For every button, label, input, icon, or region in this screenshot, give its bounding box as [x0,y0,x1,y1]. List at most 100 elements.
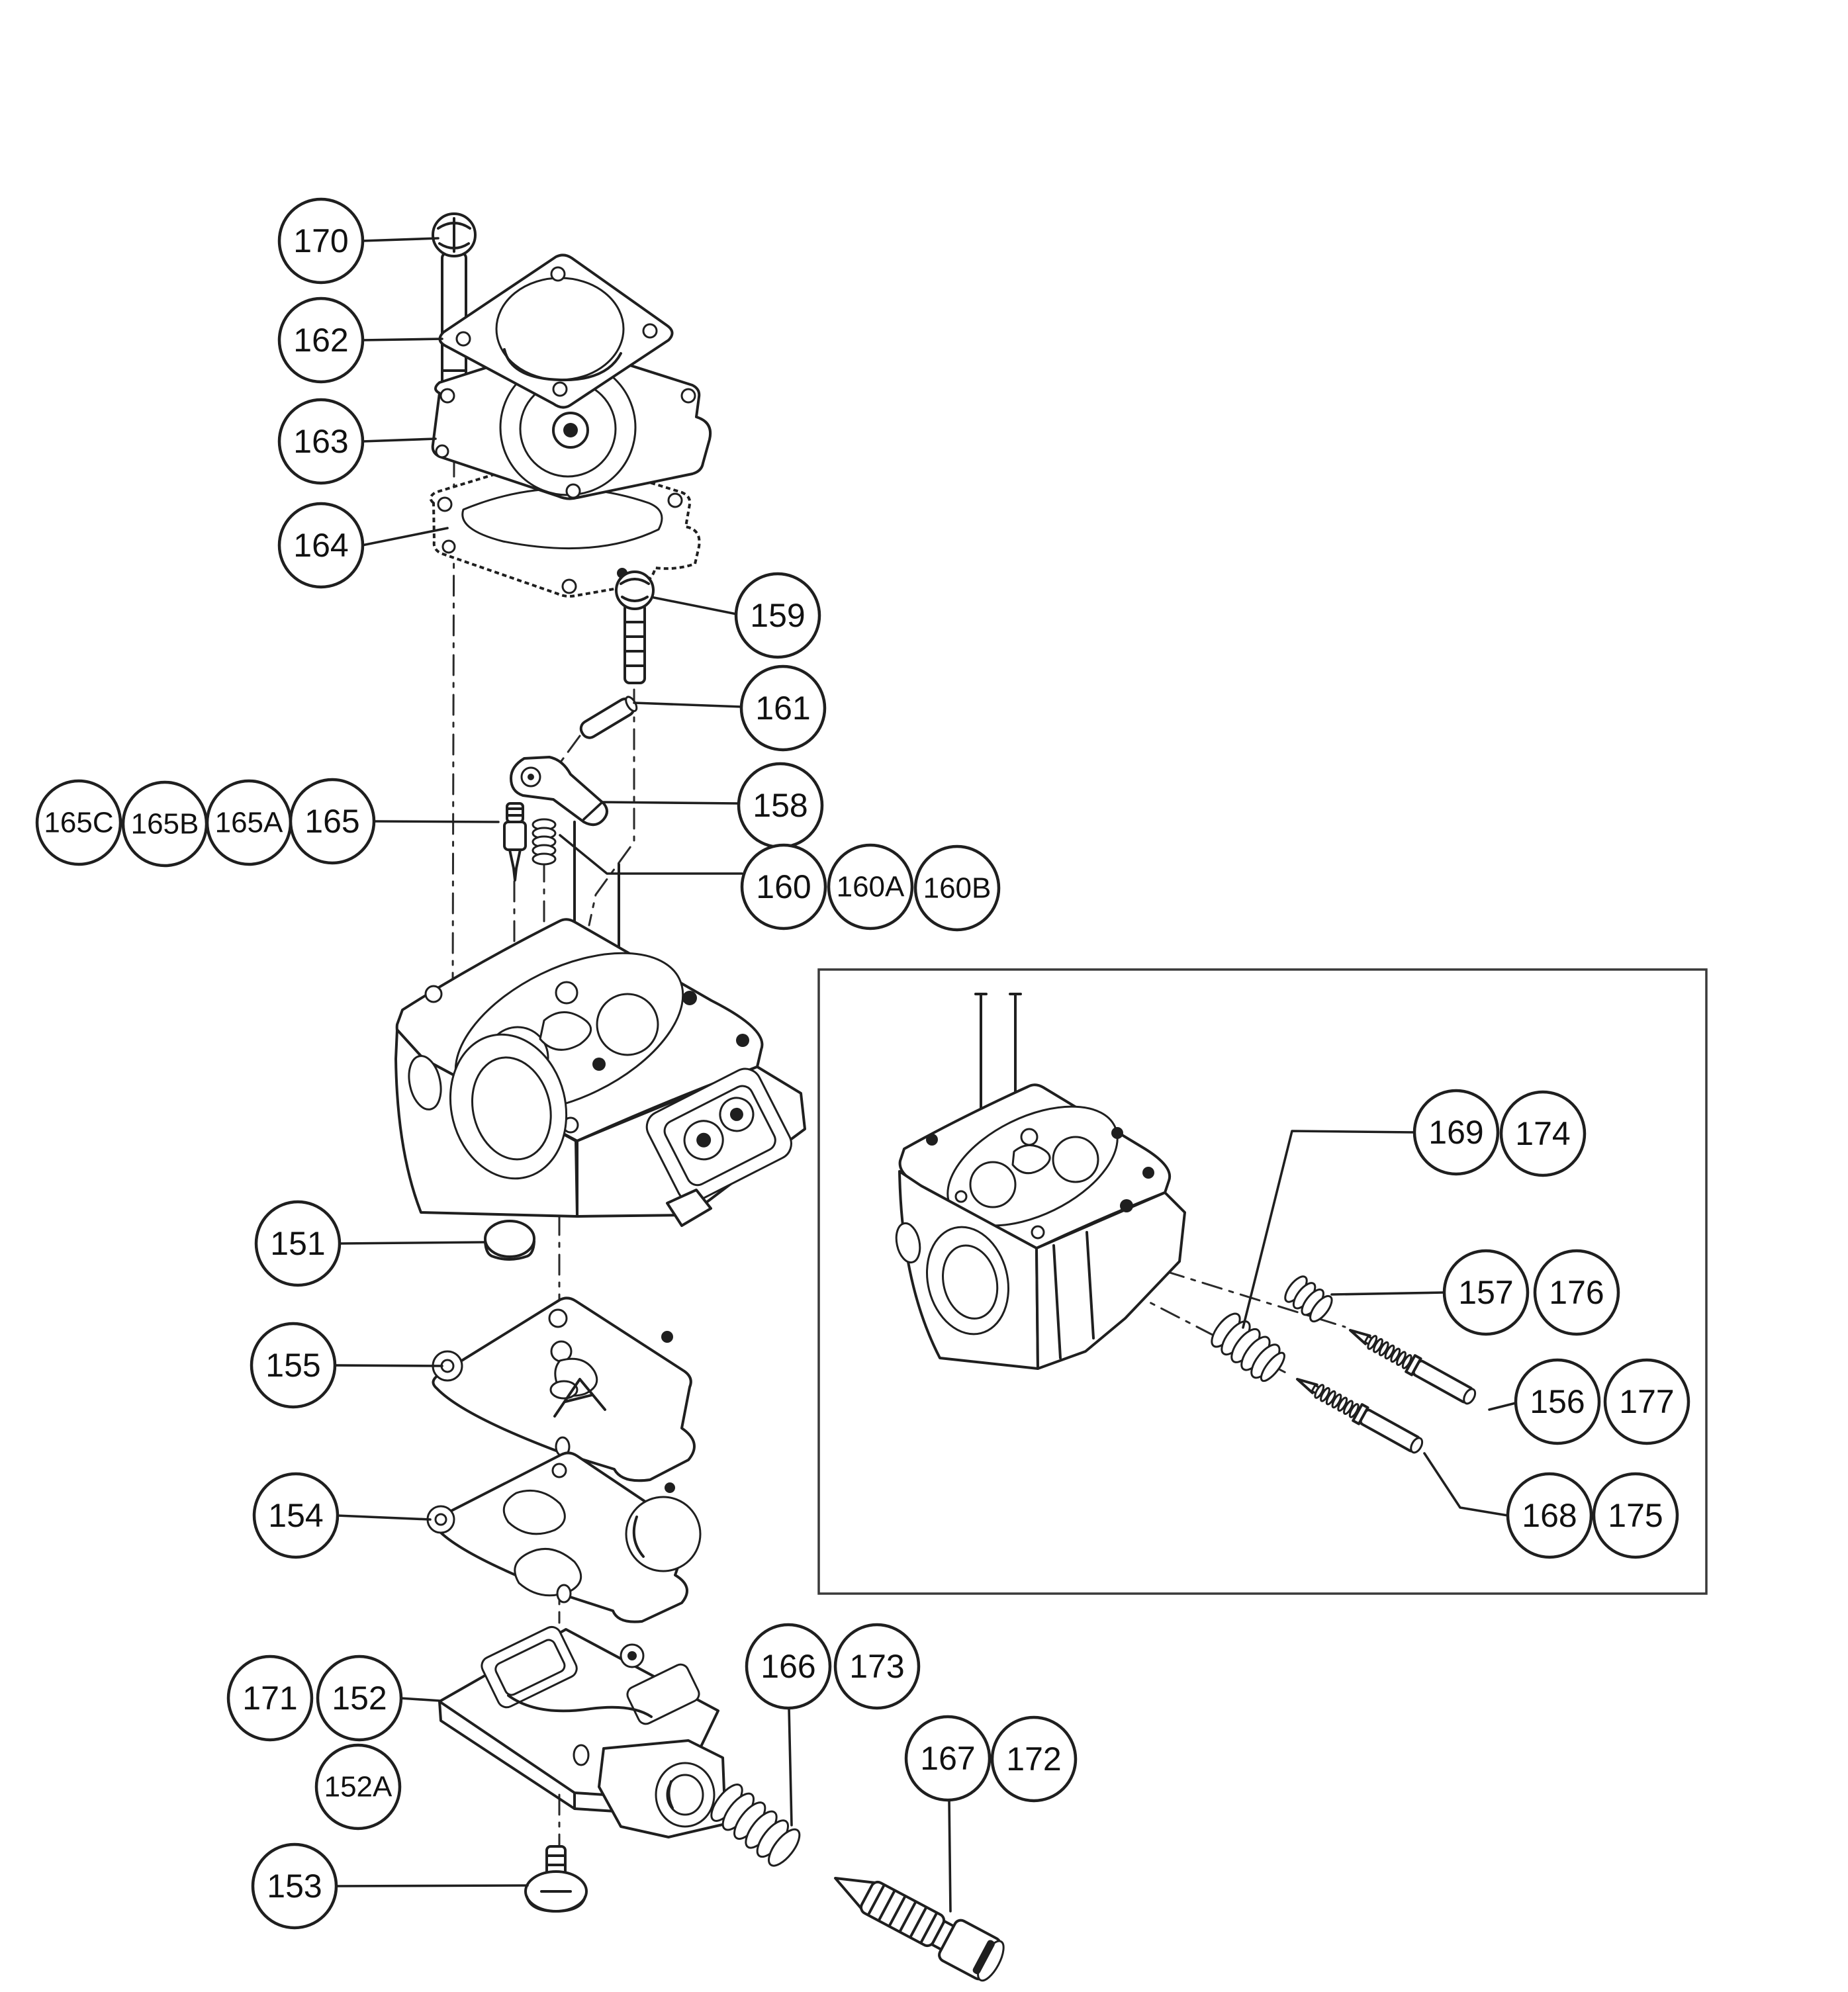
callout-balloon-circle [739,664,827,752]
spring-157 [1284,1275,1333,1323]
callout-number: 160B [923,872,992,905]
callout-170: 170 [277,197,365,285]
callout-number: 165 [304,803,359,840]
callout-167: 167 [904,1715,992,1802]
callout-leader-line [633,702,743,708]
callout-balloon-circle [254,1200,342,1287]
callout-number: 157 [1458,1274,1513,1311]
callout-balloon-circle [745,1623,832,1710]
callout-number: 160A [837,871,905,903]
callout-number: 168 [1522,1497,1577,1534]
callout-159: 159 [734,572,821,659]
callout-152A: 152A [314,1743,402,1831]
callout-160: 160 [740,843,827,930]
callout-154: 154 [252,1472,340,1559]
metering-diaphragm-155 [432,1296,696,1482]
callout-balloon-circle [314,1743,402,1831]
callout-leader-line [1330,1291,1446,1296]
callout-number: 173 [849,1648,904,1685]
callout-balloon-circle [913,844,1001,932]
callout-balloon-circle [277,197,365,285]
callout-balloon-circle [1603,1358,1690,1445]
callout-balloon-circle [1592,1472,1679,1559]
callout-155: 155 [250,1322,337,1409]
screw-153 [524,1845,588,1913]
callout-balloon-circle [1514,1358,1601,1445]
callout-number: 156 [1530,1383,1585,1420]
callout-balloon-circle [827,843,914,930]
callout-leader-line [333,1364,443,1367]
callout-number: 161 [755,690,810,727]
inset-frame [817,968,1708,1595]
callout-number: 172 [1006,1741,1061,1778]
metering-lever-158 [510,756,608,827]
callout-balloon-circle [277,398,365,485]
callout-balloon-circle [1499,1090,1587,1177]
callout-balloon-circle [740,843,827,930]
callout-leader-line [582,801,740,821]
callout-number: 154 [268,1497,323,1534]
screw-159 [615,570,655,684]
pin-161 [579,696,638,739]
callout-balloon-circle [833,1623,921,1710]
callout-number: 163 [293,423,348,460]
callout-169: 169 [1412,1089,1500,1176]
spring-169 [1211,1312,1285,1382]
callout-number: 152 [332,1680,387,1717]
callout-165: 165 [289,778,376,865]
callout-number: 167 [920,1740,975,1777]
callout-161: 161 [739,664,827,752]
pump-gasket-164 [429,454,701,598]
callout-leader-line [1242,1130,1416,1329]
callout-balloon-circle [35,779,122,866]
callout-balloon-circle [277,502,365,589]
callout-leader-line [948,1799,952,1913]
callout-number: 177 [1619,1383,1674,1420]
callout-152: 152 [316,1654,403,1742]
callout-balloon-circle [226,1654,314,1742]
callout-number: 175 [1608,1497,1663,1534]
callout-158: 158 [737,762,824,849]
callout-leader-line [336,1514,432,1521]
callout-number: 152A [324,1771,393,1803]
callout-balloon-circle [252,1472,340,1559]
callout-number: 169 [1428,1114,1483,1151]
callout-172: 172 [990,1715,1078,1803]
callout-balloon-circle [1442,1249,1530,1336]
callout-leader-line [372,820,500,823]
callout-balloon-circle [277,296,365,384]
callout-160A: 160A [827,843,914,930]
callout-number: 155 [265,1347,320,1384]
callout-leader-line [1488,1402,1517,1411]
callout-leader-line [361,237,439,242]
leader-line-layer [333,237,1517,1913]
callout-balloon-circle [250,1322,337,1409]
callout-number: 162 [293,322,348,359]
callout-number: 160 [756,868,811,905]
callout-174: 174 [1499,1090,1587,1177]
spring-160 [531,818,557,866]
callout-160B: 160B [913,844,1001,932]
callout-number: 164 [293,527,348,564]
callout-balloon-circle [316,1654,403,1742]
pump-cover-162 [438,253,674,409]
needle-screw-156 [1349,1329,1477,1405]
callout-165B: 165B [121,780,208,868]
callout-number: 158 [753,787,808,824]
callout-number: 174 [1515,1115,1570,1152]
callout-leader-line [338,1241,486,1245]
callout-number: 170 [293,222,348,259]
callout-leader-line [559,834,743,875]
callout-balloon-circle [1533,1249,1620,1336]
callout-number: 153 [267,1868,322,1905]
callout-balloon-circle [990,1715,1078,1803]
callout-leader-line [1423,1452,1509,1517]
callout-leader-line [653,596,738,615]
welch-plug-151 [484,1220,535,1261]
callout-number: 151 [270,1225,325,1262]
callout-153: 153 [251,1842,338,1930]
callout-balloon-circle [1412,1089,1500,1176]
callout-157: 157 [1442,1249,1530,1336]
carburetor-body [394,821,806,1227]
